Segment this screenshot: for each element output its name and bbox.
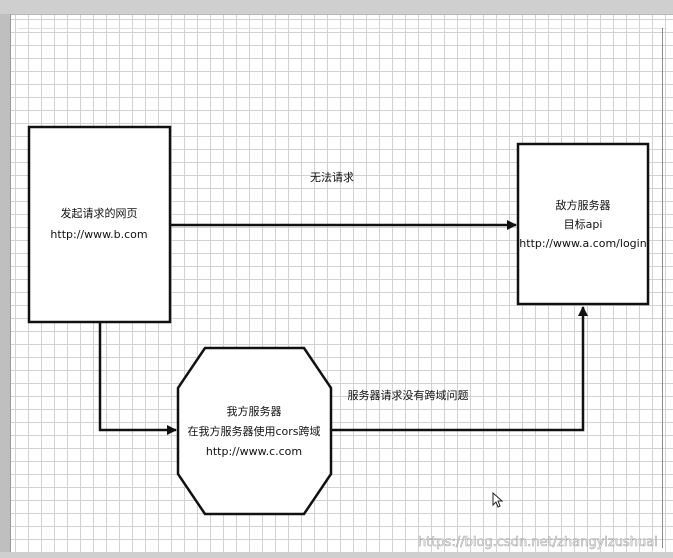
edge-label-server-request: 服务器请求没有跨域问题 [348,388,469,402]
node-enemy-server[interactable]: 敌方服务器 目标api http://www.a.com/login [516,142,650,306]
node-enemy-server-shape [516,142,650,306]
page-boundary-right [662,28,663,548]
node-enemy-server-url: http://www.a.com/login [519,237,646,250]
node-our-server-title: 我方服务器 [227,404,282,418]
mouse-pointer-icon [492,492,504,508]
watermark-text: https://blog.csdn.net/zhangyizushuai [418,535,658,550]
node-our-server[interactable]: 我方服务器 在我方服务器使用cors跨域 http://www.c.com [176,346,333,516]
left-panel-edge [0,14,11,558]
node-our-server-note: 在我方服务器使用cors跨域 [187,424,320,438]
node-enemy-server-title: 敌方服务器 [556,198,611,212]
node-enemy-server-subtitle: 目标api [564,217,603,231]
toolbar-strip [0,0,673,15]
edge-label-direct-request: 无法请求 [310,170,354,184]
node-client-page-url: http://www.b.com [50,228,147,241]
node-client-page[interactable]: 发起请求的网页 http://www.b.com [27,125,172,324]
edge-server-request[interactable] [330,306,588,432]
status-bar [0,552,673,558]
edge-client-to-our-server[interactable] [98,322,177,435]
page-boundary-top [18,28,667,29]
node-client-page-shape [27,125,172,324]
node-client-page-title: 发起请求的网页 [61,206,138,220]
node-our-server-url: http://www.c.com [206,445,302,458]
node-our-server-shape [176,346,333,516]
